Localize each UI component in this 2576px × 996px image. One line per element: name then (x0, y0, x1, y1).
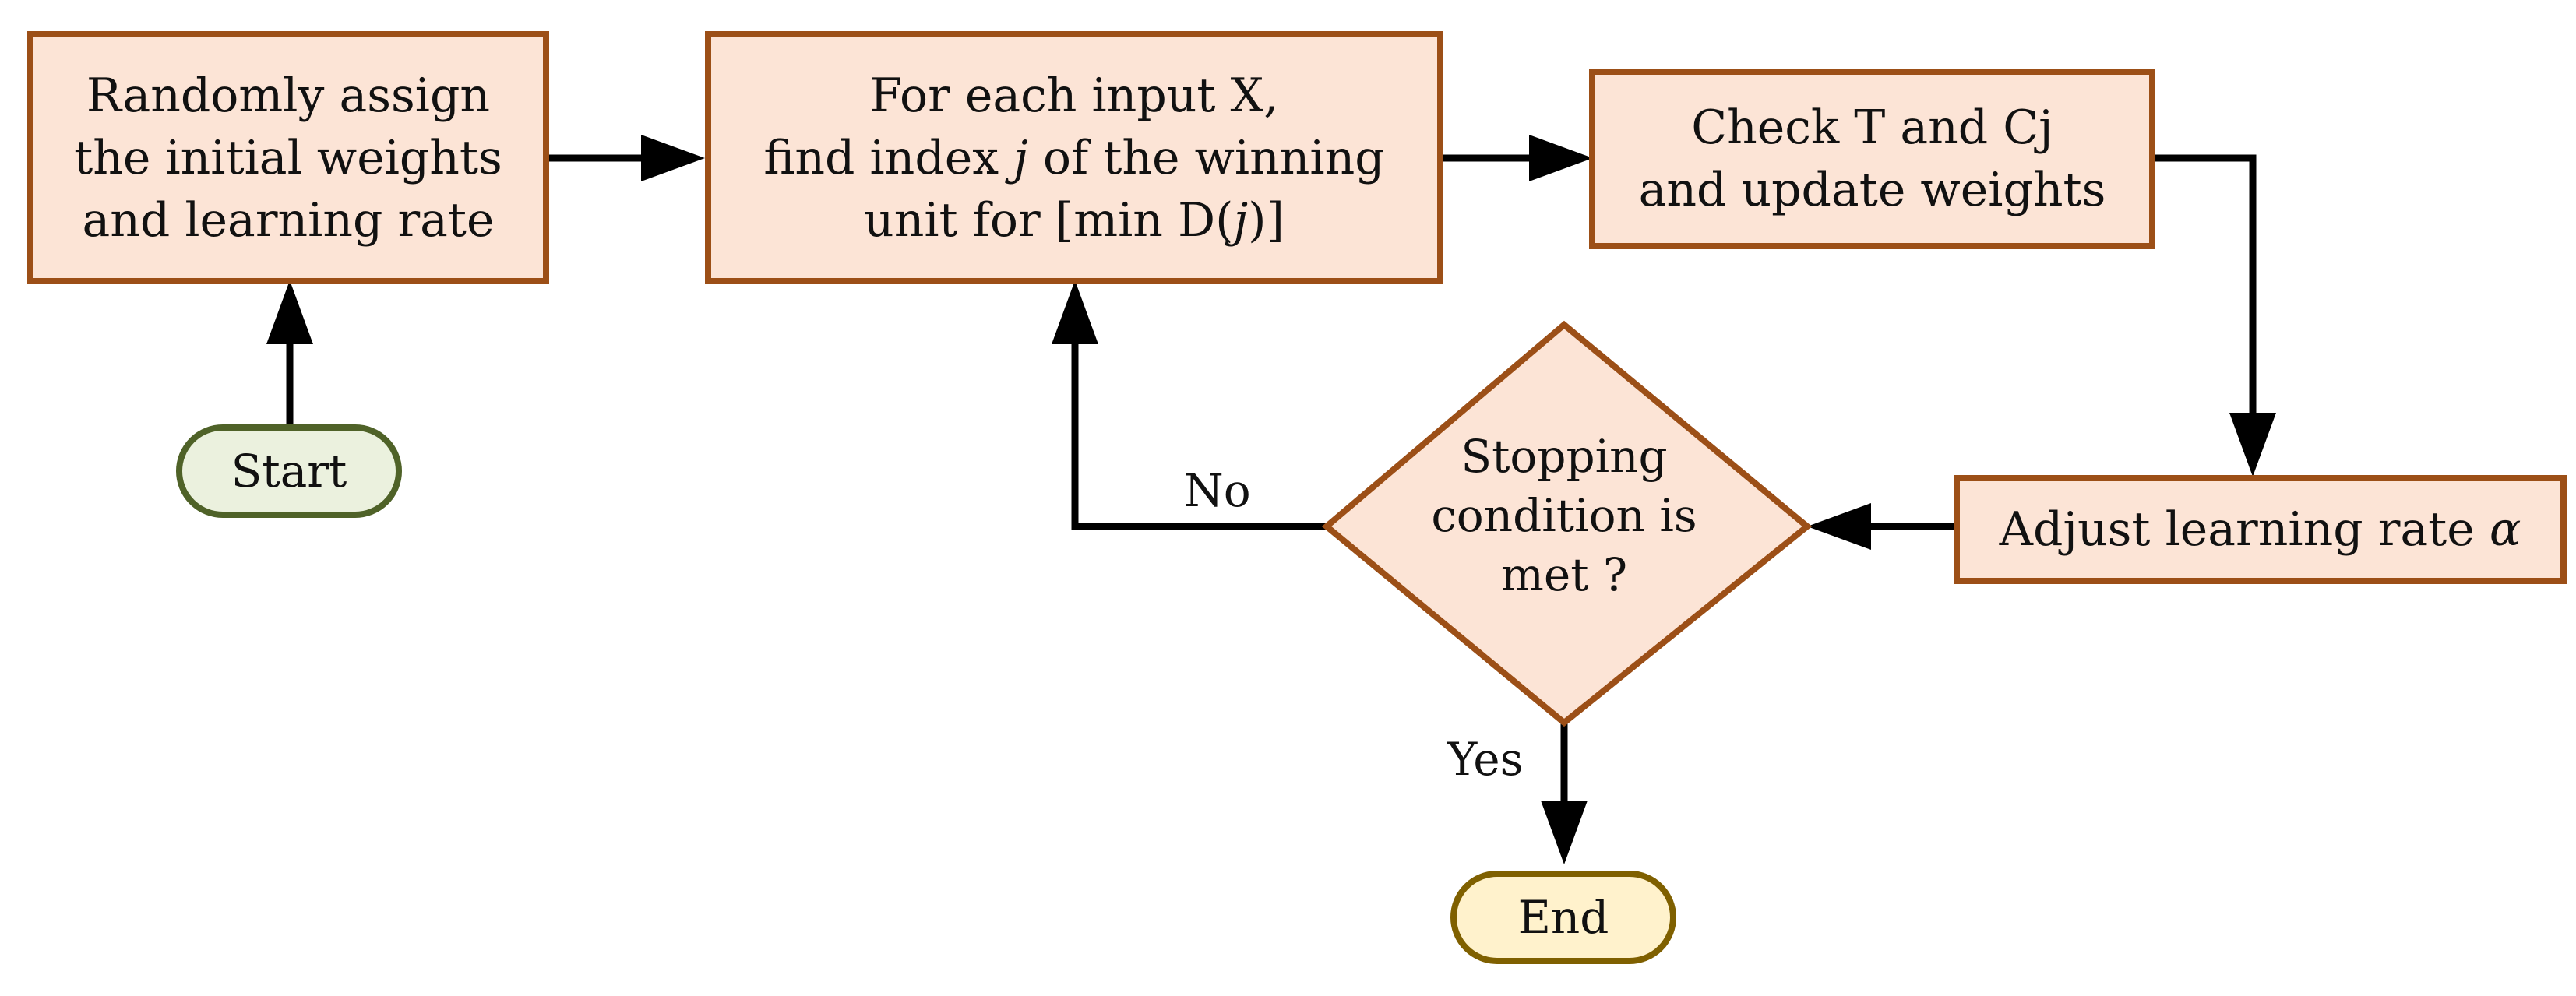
find-line-2-j: j (1013, 130, 1028, 185)
find-line-3-a: unit for [min D( (864, 192, 1234, 248)
process-check-update: Check T and Cj and update weights (1589, 69, 2155, 249)
decision-line-3: met ? (1500, 548, 1628, 601)
alpha-symbol: α (2489, 502, 2521, 557)
decision-line-2: condition is (1431, 489, 1697, 542)
process-adjust-rate: Adjust learning rate α (1954, 475, 2567, 584)
edge-label-no: No (1184, 464, 1251, 517)
find-line-2-a: find index (763, 130, 1014, 185)
process-find-winner: For each input X, find index j of the wi… (705, 31, 1443, 284)
arrowhead-no-to-find (1052, 280, 1098, 344)
arrow-no-to-find (1071, 343, 1327, 530)
find-line-2-c: of the winning (1027, 130, 1385, 185)
end-label: End (1517, 891, 1609, 944)
decision-line-1: Stopping (1461, 430, 1668, 483)
find-line-3-j: j (1233, 192, 1249, 248)
adjust-text-a: Adjust learning rate (1999, 502, 2490, 557)
end-terminal: End (1450, 871, 1676, 964)
start-terminal: Start (176, 424, 402, 518)
find-line-3: unit for [min D(j)] (763, 189, 1384, 252)
process-init-weights: Randomly assign the initial weights and … (27, 31, 549, 284)
start-label: Start (231, 445, 347, 498)
init-line-1: Randomly assign (86, 68, 491, 123)
check-line-2: and update weights (1638, 163, 2106, 217)
arrowhead-start-to-init (266, 280, 313, 344)
init-line-2: the initial weights (74, 130, 502, 185)
arrowhead-find-to-check (1529, 135, 1593, 181)
arrowhead-check-to-adjust (2229, 413, 2276, 477)
adjust-text: Adjust learning rate α (2000, 498, 2521, 561)
find-line-2: find index j of the winning (763, 127, 1384, 189)
arrowhead-yes-to-end (1541, 801, 1588, 864)
arrowhead-adjust-to-decision (1807, 503, 1871, 550)
find-line-1: For each input X, (869, 68, 1279, 123)
find-line-3-c: )] (1248, 192, 1284, 248)
arrowhead-init-to-find (641, 135, 705, 181)
check-line-1: Check T and Cj (1691, 100, 2053, 155)
decision-text: Stopping condition is met ? (1387, 427, 1742, 604)
edge-label-yes: Yes (1447, 733, 1524, 786)
init-line-3: and learning rate (82, 192, 495, 248)
decision-diamond (1321, 320, 1813, 727)
arrow-check-to-adjust (2155, 154, 2257, 432)
